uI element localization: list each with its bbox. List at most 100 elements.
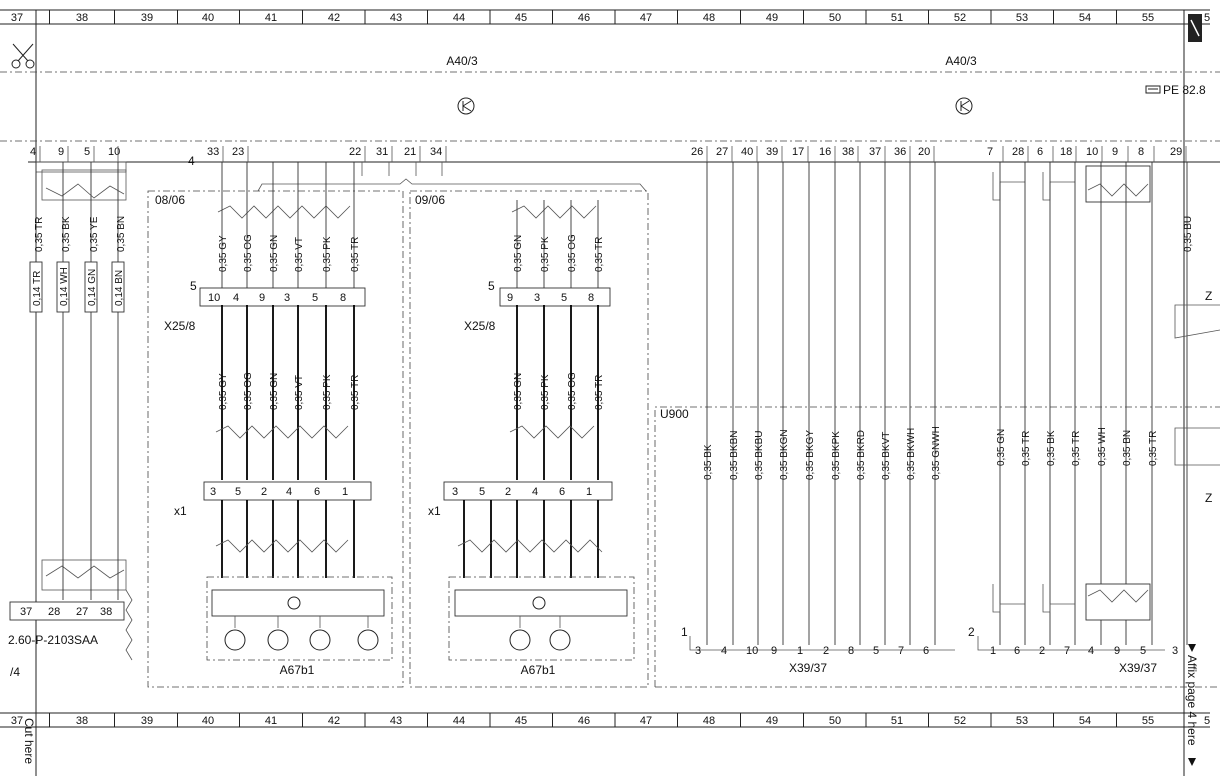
affix-page-label: Affix page 4 here [1185,655,1199,746]
ruler-number: 44 [453,715,465,727]
wire-label: 0,35 WH [1097,427,1108,466]
shield-jacket [457,539,603,553]
wire-label: 0,35 BKBN [729,431,740,480]
connector-block [443,481,613,501]
ground-point-label: 2.60-P-2103SAA [8,633,98,647]
pin-number: 5 [1140,645,1146,657]
wire-label: 0,35 TR [1021,431,1032,466]
pin-number: 16 [819,146,831,158]
cut-here-label: Cut here [22,718,36,764]
connector-block [203,481,372,501]
pointing-hand-icon [1145,85,1161,94]
ruler-number: 46 [578,715,590,727]
wire-label: 0,35 PK [322,374,333,410]
ruler-number: 54 [1079,12,1091,24]
pin-number: 38 [100,606,112,618]
pin-number: 4 [532,486,538,498]
ruler-number: 45 [515,12,527,24]
pin-number: 28 [48,606,60,618]
pin-number: 10 [208,292,220,304]
wire-label: 0,35 YE [89,216,100,252]
wire-label: 0,14 GN [87,269,98,306]
wire-label: 0,35 GN [513,373,524,410]
connector-label: X25/8 [464,319,496,333]
component-outline [206,576,393,661]
wire-label: 0,35 PK [540,236,551,272]
wire-label: 0,35 BN [1122,430,1133,466]
splice-sleeve [111,261,125,313]
wire-label: 0,35 BKBU [754,431,765,480]
ruler-number: 43 [390,715,402,727]
wire-label: 0,35 VT [294,237,305,272]
ruler-number: 38 [76,715,88,727]
pin-number: 3 [452,486,458,498]
pin-number: 29 [1170,146,1182,158]
ruler-number: 39 [141,715,153,727]
ruler-number: 54 [1079,715,1091,727]
wire-label: 0,35 VT [294,375,305,410]
pin-number: 21 [404,146,416,158]
ruler-number: 38 [76,12,88,24]
pin-number: 9 [771,645,777,657]
z-label: Z [1205,289,1212,303]
ruler-number: 40 [202,12,214,24]
ruler-number: 42 [328,715,340,727]
component-label: A67b1 [280,663,315,677]
pin-number: 5 [312,292,318,304]
wire-label: 0,14 BN [114,270,125,306]
pin-number: 5 [873,645,879,657]
pin-number: 2 [505,486,511,498]
wire-label: 0,14 WH [59,267,70,306]
ruler-number: 52 [954,12,966,24]
pin-number: 8 [848,645,854,657]
shield-jacket [1087,589,1149,603]
wire-label: 0,35 TR [594,237,605,272]
ruler-number: 40 [202,715,214,727]
ruler-edge-glyph: 5 [1204,12,1210,24]
pin-number: 4 [233,292,239,304]
wire-label: 0,35 GNWH [931,426,942,480]
diagram-static-frame [0,9,1220,776]
sensor-icon [287,596,301,610]
wire-label: 0,35 GN [513,235,524,272]
wire-label: 0,35 PK [322,236,333,272]
wire-label: 0,35 BU [1183,216,1194,252]
pin-number: 6 [923,645,929,657]
shield-jacket [215,425,349,439]
wire-label: 0,35 TR [350,237,361,272]
connector-label: X39/37 [789,661,827,675]
connector-label: X39/37 [1119,661,1157,675]
splice-sleeve [84,261,98,313]
pin-number: 2 [1039,645,1045,657]
pin-number: 39 [766,146,778,158]
transistor-icon [457,97,475,115]
pin-number: 7 [898,645,904,657]
ruler-number: 51 [891,715,903,727]
arrow-down-icon [1188,758,1196,766]
ruler-number: 52 [954,715,966,727]
section-reference: 09/06 [415,193,445,207]
ruler-number: 47 [640,12,652,24]
wire-label: 0,35 BKVT [881,432,892,480]
pin-number: 27 [716,146,728,158]
wire-crossover [1042,584,1075,613]
ruler-number: 41 [265,12,277,24]
pin-number: 4 [30,146,36,158]
ruler-number: 51 [891,12,903,24]
pin-number: 33 [207,146,219,158]
wire-label: 0,35 OG [243,372,254,410]
connector-block [199,287,366,307]
ruler-edge-glyph: 5 [1204,715,1210,727]
pin-number: 34 [430,146,442,158]
wire-label: 0,35 TR [1071,431,1082,466]
ruler-number: 42 [328,12,340,24]
pin-number: 5 [84,146,90,158]
ruler-number: 45 [515,715,527,727]
connector-outline [689,636,955,651]
shield-jacket [511,205,597,219]
coil-icon [267,629,289,651]
pin-number: 3 [284,292,290,304]
